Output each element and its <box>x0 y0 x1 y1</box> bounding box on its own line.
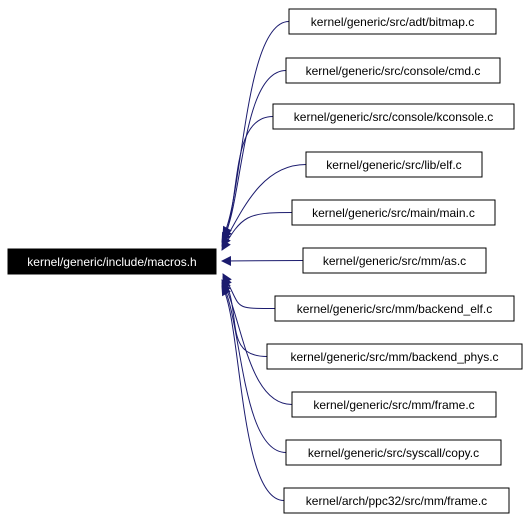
file-node-label: kernel/generic/src/console/kconsole.c <box>294 110 493 124</box>
dependency-edge <box>221 116 274 243</box>
dependency-edge <box>222 70 287 240</box>
file-node[interactable]: kernel/generic/src/mm/frame.c <box>291 391 497 418</box>
file-node-label: kernel/generic/src/adt/bitmap.c <box>311 15 474 29</box>
file-node-box <box>285 439 502 466</box>
file-node-box <box>302 247 487 274</box>
file-node[interactable]: kernel/generic/src/console/kconsole.c <box>272 103 515 130</box>
dependency-edge <box>221 285 285 501</box>
file-node-label: kernel/generic/src/console/cmd.c <box>306 64 481 78</box>
file-node[interactable]: kernel/generic/src/mm/backend_phys.c <box>266 343 523 370</box>
dependency-edge <box>222 276 268 357</box>
file-node[interactable]: kernel/generic/src/mm/as.c <box>302 247 487 274</box>
file-node-box <box>291 199 496 226</box>
file-node-box <box>305 151 483 178</box>
file-node[interactable]: kernel/generic/src/console/cmd.c <box>285 57 501 84</box>
file-node-label: kernel/arch/ppc32/src/mm/frame.c <box>306 494 487 508</box>
file-node[interactable]: kernel/generic/src/lib/elf.c <box>305 151 483 178</box>
file-node-label: kernel/generic/src/syscall/copy.c <box>308 446 479 460</box>
nodes: kernel/generic/include/macros.h kernel/g… <box>7 8 523 514</box>
root-node-label: kernel/generic/include/macros.h <box>27 255 196 269</box>
file-node[interactable]: kernel/generic/src/adt/bitmap.c <box>288 8 497 35</box>
file-node-label: kernel/generic/src/mm/backend_phys.c <box>290 350 498 364</box>
dependency-edge <box>221 164 307 247</box>
file-node[interactable]: kernel/generic/src/syscall/copy.c <box>285 439 502 466</box>
dependency-edge <box>221 282 287 453</box>
file-node-box <box>274 295 515 322</box>
dependency-edge <box>221 212 293 251</box>
root-node-box <box>7 248 217 275</box>
file-node-box <box>288 8 497 35</box>
file-node-label: kernel/generic/src/mm/backend_elf.c <box>297 302 492 316</box>
dependency-edge <box>222 21 290 237</box>
root-node[interactable]: kernel/generic/include/macros.h <box>7 248 217 275</box>
file-node-box <box>291 391 497 418</box>
file-node[interactable]: kernel/generic/src/mm/backend_elf.c <box>274 295 515 322</box>
file-node[interactable]: kernel/generic/src/main/main.c <box>291 199 496 226</box>
file-node-label: kernel/generic/src/mm/as.c <box>323 254 466 268</box>
file-node-label: kernel/generic/src/lib/elf.c <box>326 158 461 172</box>
dependency-edge <box>222 273 276 310</box>
file-node-box <box>272 103 515 130</box>
dependency-edge <box>221 255 304 266</box>
file-node[interactable]: kernel/arch/ppc32/src/mm/frame.c <box>283 487 510 514</box>
edges <box>221 21 307 501</box>
file-node-box <box>285 57 501 84</box>
file-node-box <box>283 487 510 514</box>
file-node-label: kernel/generic/src/mm/frame.c <box>313 398 474 412</box>
file-node-label: kernel/generic/src/main/main.c <box>312 206 475 220</box>
file-node-box <box>266 343 523 370</box>
